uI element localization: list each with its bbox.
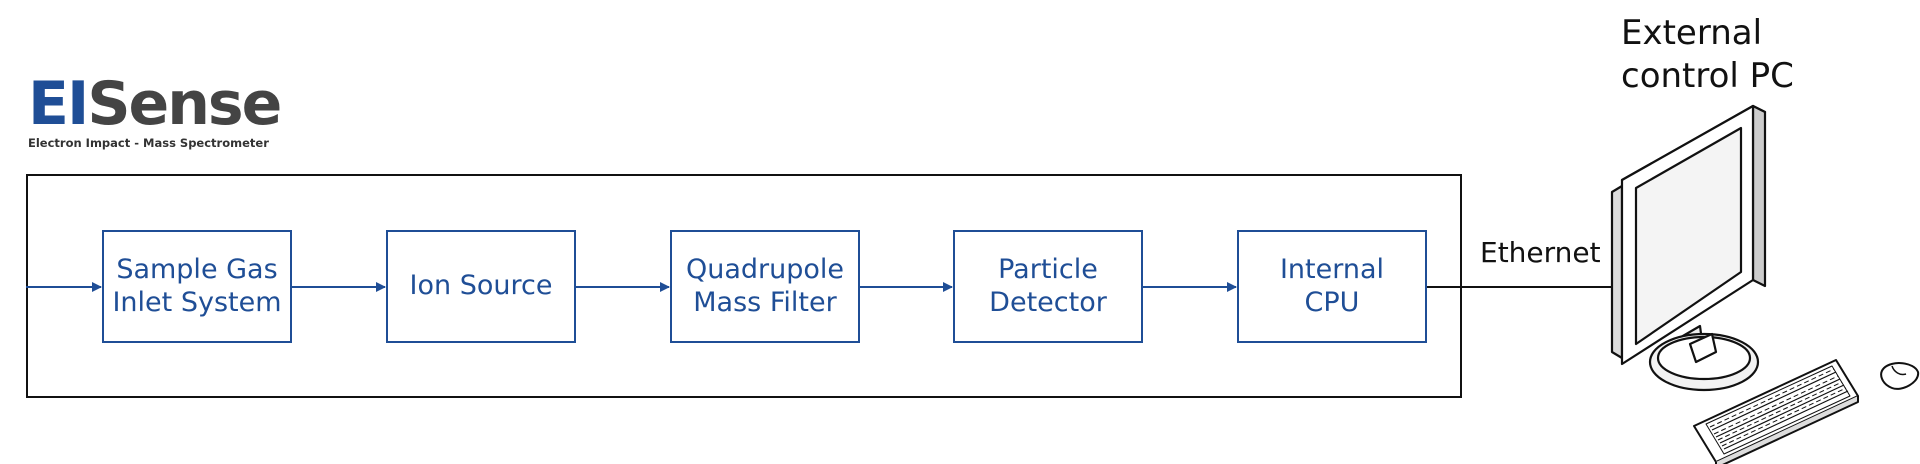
keyboard-icon xyxy=(1693,359,1859,464)
block-quadrupole-mass-filter: Quadrupole Mass Filter xyxy=(670,230,860,343)
block-particle-detector: Particle Detector xyxy=(953,230,1143,343)
logo-subtitle: Electron Impact - Mass Spectrometer xyxy=(28,136,269,150)
ethernet-label: Ethernet xyxy=(1480,236,1601,269)
mouse-icon xyxy=(1880,362,1920,390)
logo-sense: Sense xyxy=(87,69,282,139)
block-ion-source: Ion Source xyxy=(386,230,576,343)
monitor-icon xyxy=(1610,104,1767,392)
block-sample-gas-inlet: Sample Gas Inlet System xyxy=(102,230,292,343)
eisense-logo: EISense Electron Impact - Mass Spectrome… xyxy=(28,74,282,150)
logo-ei: EI xyxy=(28,69,89,139)
logo-wordmark: EISense xyxy=(28,74,282,134)
block-internal-cpu: Internal CPU xyxy=(1237,230,1427,343)
pc-label: External control PC xyxy=(1621,13,1794,96)
